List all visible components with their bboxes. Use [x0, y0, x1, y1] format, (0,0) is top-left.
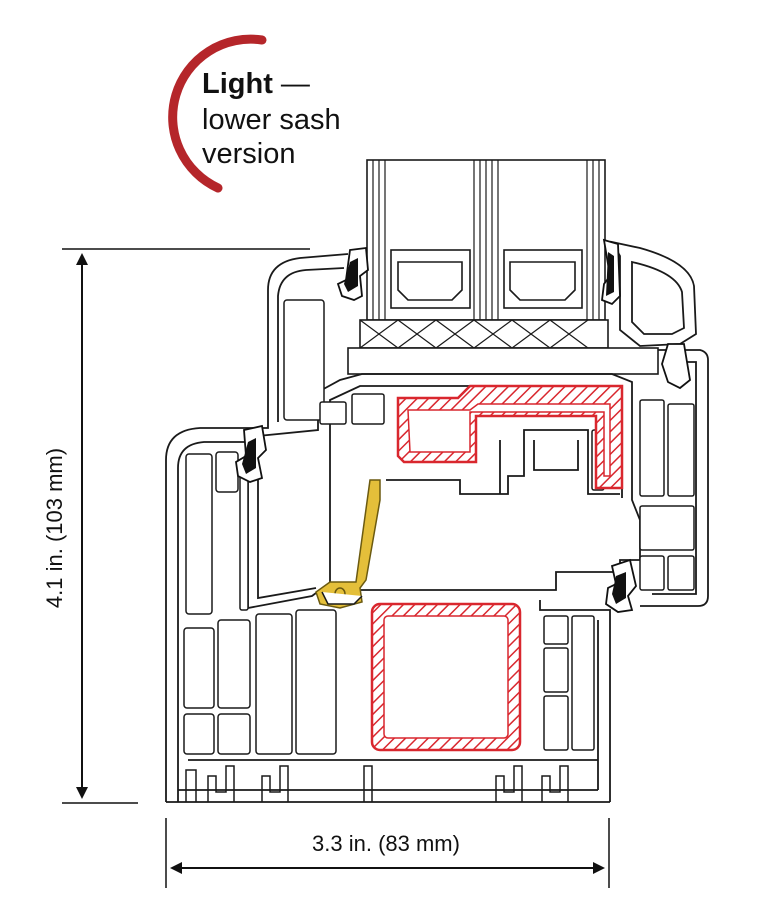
title-bold: Light — [202, 68, 273, 100]
glass-lines — [372, 160, 600, 320]
center-gasket — [315, 479, 381, 609]
glazing-seal-left — [336, 246, 369, 301]
width-label: 3.3 in. (83 mm) — [312, 831, 460, 856]
bottom-channels — [185, 765, 569, 802]
right-glazing-wing — [610, 240, 697, 347]
outer-seal-right — [661, 343, 691, 390]
title-dash: — — [273, 68, 310, 100]
height-dimension — [62, 248, 310, 804]
glazing-seal-right — [601, 238, 621, 306]
spacer-left — [390, 249, 471, 309]
outer-frame — [165, 253, 611, 803]
frame-seal-right — [605, 558, 637, 613]
profile-chambers — [183, 299, 695, 755]
title-line-1: Light — — [202, 68, 310, 100]
spacer-right — [503, 249, 583, 309]
red-arc-icon — [168, 34, 267, 193]
glazing-bead-strip — [359, 319, 609, 349]
steel-reinforcement-upper — [396, 384, 624, 490]
bead-cross-pattern — [359, 319, 589, 349]
sash-seal-left — [235, 424, 267, 483]
glazing-unit — [347, 159, 659, 375]
title-line-3: version — [202, 138, 296, 170]
sash-top-rail — [347, 347, 659, 375]
title-block: Light — lower sash version — [168, 34, 341, 193]
width-dimension — [165, 818, 610, 888]
frame-outline — [165, 253, 349, 802]
title-line-2: lower sash — [202, 104, 341, 136]
height-label: 4.1 in. (103 mm) — [42, 448, 67, 608]
steel-reinforcement-lower — [370, 602, 522, 752]
